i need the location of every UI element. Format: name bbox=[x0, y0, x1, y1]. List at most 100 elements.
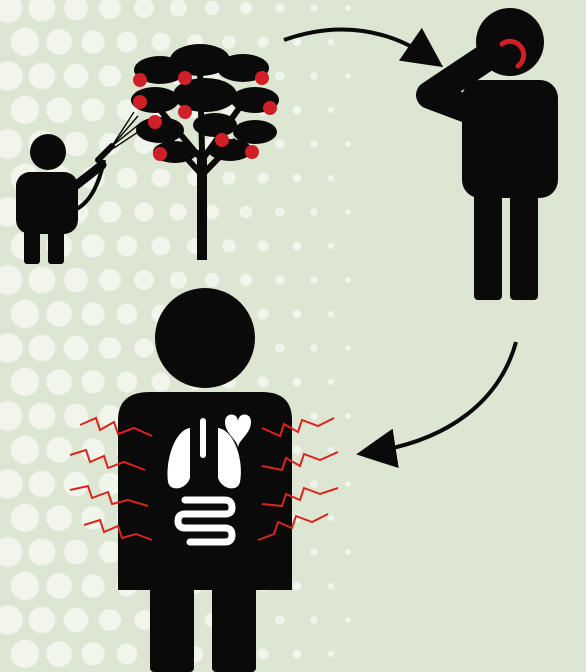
background-dot bbox=[11, 368, 39, 396]
background-dot bbox=[345, 617, 350, 622]
background-dot bbox=[81, 370, 104, 393]
background-dot bbox=[117, 372, 138, 393]
background-dot bbox=[134, 270, 154, 290]
background-dot bbox=[46, 29, 72, 55]
background-dot bbox=[152, 169, 171, 188]
background-dot bbox=[152, 237, 171, 256]
background-dot bbox=[134, 338, 154, 358]
background-dot bbox=[310, 548, 318, 556]
background-dot bbox=[29, 335, 56, 362]
background-dot bbox=[293, 446, 302, 455]
background-dot bbox=[257, 240, 268, 251]
background-dot bbox=[310, 4, 318, 12]
background-dot bbox=[99, 541, 121, 563]
background-dot bbox=[117, 236, 138, 257]
background-dot bbox=[134, 202, 154, 222]
background-dot bbox=[169, 203, 186, 220]
background-dot bbox=[275, 343, 285, 353]
background-dot bbox=[11, 300, 39, 328]
background-dot bbox=[46, 573, 72, 599]
background-dot bbox=[345, 141, 350, 146]
background-dot bbox=[11, 572, 39, 600]
background-dot bbox=[293, 174, 302, 183]
background-dot bbox=[46, 437, 72, 463]
background-dot bbox=[310, 480, 318, 488]
background-dot bbox=[29, 607, 56, 634]
background-dot bbox=[293, 310, 302, 319]
background-dot bbox=[345, 549, 350, 554]
background-dot bbox=[169, 0, 186, 17]
background-dot bbox=[64, 608, 89, 633]
background-dot bbox=[310, 344, 318, 352]
background-dot bbox=[64, 472, 89, 497]
background-dot bbox=[152, 373, 171, 392]
background-dot bbox=[29, 63, 56, 90]
background-dot bbox=[275, 275, 285, 285]
background-dot bbox=[46, 369, 72, 395]
background-dot bbox=[11, 504, 39, 532]
background-dot bbox=[293, 106, 302, 115]
background-dot bbox=[99, 609, 121, 631]
background-dot bbox=[345, 413, 350, 418]
background-dot bbox=[99, 473, 121, 495]
background-dot bbox=[64, 540, 89, 565]
background-dot bbox=[310, 276, 318, 284]
background-dot bbox=[345, 5, 350, 10]
background-dot bbox=[310, 72, 318, 80]
background-dot bbox=[29, 539, 56, 566]
background-dot bbox=[345, 73, 350, 78]
background-dot bbox=[11, 436, 39, 464]
background-dot bbox=[275, 71, 285, 81]
background-dot bbox=[293, 378, 302, 387]
background-dot bbox=[205, 273, 220, 288]
background-dot bbox=[310, 412, 318, 420]
background-dot bbox=[328, 379, 334, 385]
background-dot bbox=[293, 650, 302, 659]
background-dot bbox=[117, 168, 138, 189]
background-dot bbox=[257, 172, 268, 183]
background-dot bbox=[64, 268, 89, 293]
background-dot bbox=[64, 132, 89, 157]
background-dot bbox=[205, 1, 220, 16]
background-dot bbox=[240, 2, 252, 14]
background-dot bbox=[275, 615, 285, 625]
background-dot bbox=[64, 336, 89, 361]
background-dot bbox=[328, 311, 334, 317]
background-dot bbox=[29, 403, 56, 430]
background-dot bbox=[152, 33, 171, 52]
background-dot bbox=[345, 481, 350, 486]
background-dot bbox=[293, 38, 302, 47]
background-dot bbox=[293, 242, 302, 251]
background-dot bbox=[257, 36, 268, 47]
background-dot bbox=[64, 64, 89, 89]
background-dot bbox=[29, 267, 56, 294]
background-dot bbox=[99, 269, 121, 291]
background-dot bbox=[46, 301, 72, 327]
background-dot bbox=[81, 574, 104, 597]
background-dot bbox=[29, 471, 56, 498]
background-dot bbox=[46, 641, 72, 667]
background-dot bbox=[11, 96, 39, 124]
background-dot bbox=[99, 65, 121, 87]
background-dot bbox=[328, 651, 334, 657]
background-dot bbox=[345, 277, 350, 282]
background-dot bbox=[328, 447, 334, 453]
background-dot bbox=[46, 97, 72, 123]
background-dot bbox=[64, 404, 89, 429]
background-dot bbox=[11, 28, 39, 56]
background-dot bbox=[46, 505, 72, 531]
background-dot bbox=[310, 208, 318, 216]
background-dot bbox=[275, 139, 285, 149]
background-dot bbox=[99, 201, 121, 223]
background-dot bbox=[81, 302, 104, 325]
background-dot bbox=[222, 35, 236, 49]
background-dot bbox=[257, 648, 268, 659]
background-dot bbox=[345, 345, 350, 350]
background-dot bbox=[328, 243, 334, 249]
background-dot bbox=[222, 239, 236, 253]
background-dot bbox=[328, 107, 334, 113]
background-dot bbox=[222, 171, 236, 185]
background-dot bbox=[240, 274, 252, 286]
